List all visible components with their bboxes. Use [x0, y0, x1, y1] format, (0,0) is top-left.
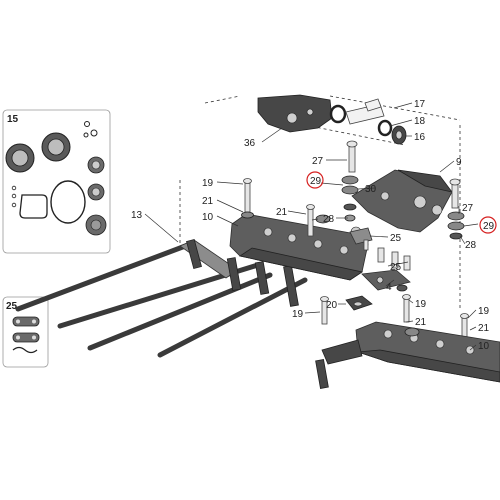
bracket-25-upper [349, 227, 373, 251]
label-17: 17 [414, 99, 426, 110]
fitting-16 [391, 125, 407, 145]
o-ring-large [50, 180, 86, 224]
small-rings [83, 121, 98, 138]
washer-stack-left [341, 175, 359, 222]
hose-fitting-parts [329, 98, 407, 145]
label-9: 9 [456, 157, 462, 168]
label-21-right: 21 [415, 317, 427, 328]
bolt-21-main [306, 204, 331, 237]
seal-stack [85, 156, 107, 236]
inset-box-chain-link: 25 [2, 296, 49, 368]
label-28-right: 28 [465, 240, 477, 251]
rod-1 [15, 242, 191, 312]
label-13: 13 [131, 210, 143, 221]
inset-box-seal-kit-frame [2, 109, 111, 254]
label-21-main: 21 [202, 196, 214, 207]
motor-housing [257, 94, 333, 133]
tiny-rings [11, 185, 17, 208]
label-19-right: 19 [415, 299, 427, 310]
bolt-19-main [241, 178, 254, 219]
bolt-27-right [449, 178, 461, 209]
label-36: 36 [244, 138, 256, 149]
label-19-main: 19 [202, 178, 214, 189]
label-30: 30 [365, 184, 377, 195]
label-29-left: 29 [310, 176, 322, 187]
part-labels: 36 17 18 16 9 27 29 30 27 29 28 28 19 21… [131, 99, 495, 352]
label-25-lower: 25 [390, 262, 402, 273]
label-21-center: 21 [276, 207, 288, 218]
label-20: 20 [326, 300, 338, 311]
label-29-right: 29 [483, 221, 495, 232]
main-bar [229, 213, 369, 281]
label-25-box: 25 [6, 301, 18, 312]
label-27-left: 27 [312, 156, 324, 167]
lower-linkage [315, 339, 363, 389]
label-19-lower: 19 [292, 309, 304, 320]
bolt-19-lower [320, 296, 329, 325]
label-10-lower: 10 [478, 341, 490, 352]
label-10-main: 10 [202, 212, 214, 223]
callout-circle-29-right [479, 216, 497, 234]
seal-ring-medium [41, 132, 71, 162]
rod-linkage [179, 238, 299, 307]
label-15: 15 [7, 114, 19, 125]
label-19-far-right: 19 [478, 306, 490, 317]
label-27-right: 27 [462, 203, 474, 214]
bolt-19-right [402, 294, 411, 323]
clamp-block [361, 269, 411, 292]
label-18: 18 [414, 116, 426, 127]
bracket-plate [351, 169, 453, 233]
chain-link-icon [12, 316, 40, 354]
inset-box-seal-kit: 15 [2, 109, 111, 254]
label-28-left: 28 [323, 214, 335, 225]
label-25-upper: 25 [390, 233, 402, 244]
washer-stack-right [447, 211, 465, 240]
washer-20 [345, 295, 373, 311]
seal-ring-large [5, 143, 35, 173]
rod-4 [157, 277, 308, 358]
label-4: 4 [386, 282, 392, 293]
square-gasket [19, 194, 48, 219]
callout-circle-29-left [306, 171, 324, 189]
leader-lines [144, 102, 479, 351]
label-21-far-right: 21 [478, 323, 490, 334]
bolt-27-left [346, 140, 358, 173]
label-16: 16 [414, 132, 426, 143]
